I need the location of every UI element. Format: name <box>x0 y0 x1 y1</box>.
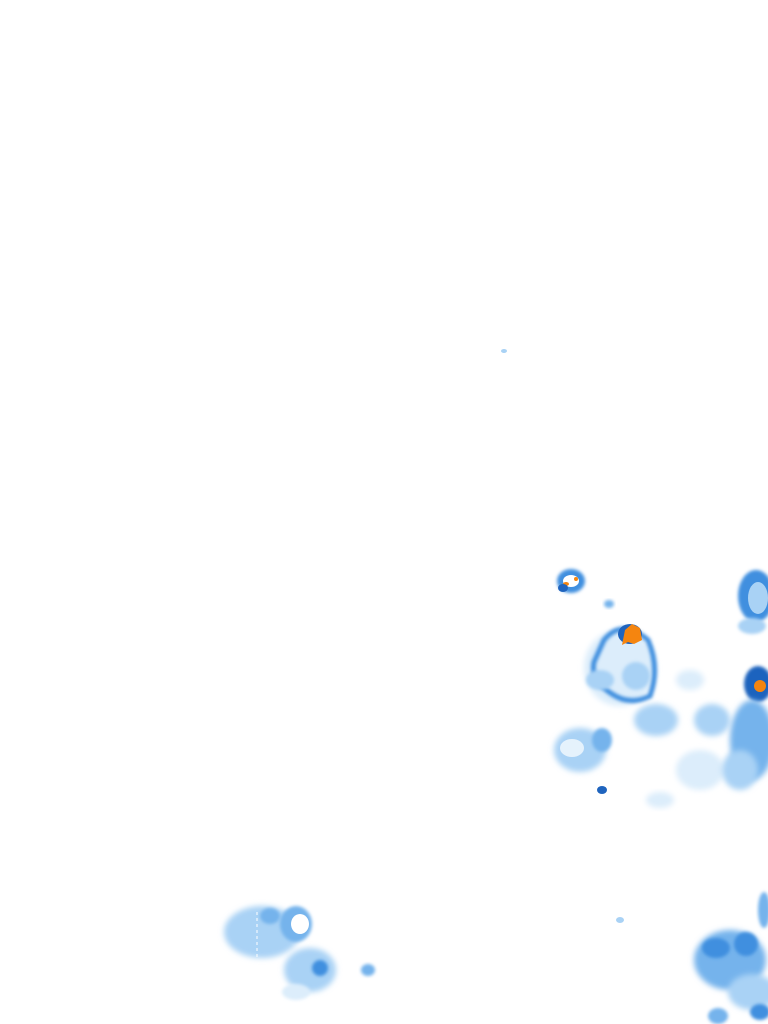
precip-cell-east <box>722 570 768 790</box>
precip-cell-southwest <box>224 906 375 1000</box>
precip-speck <box>616 917 624 923</box>
precip-speck <box>604 600 614 608</box>
precip-scatter-middle <box>554 670 730 808</box>
precip-cell-southeast <box>694 892 768 1024</box>
precip-speck <box>501 349 507 353</box>
precip-cell-core <box>584 624 657 706</box>
precip-cell-north <box>557 569 585 593</box>
